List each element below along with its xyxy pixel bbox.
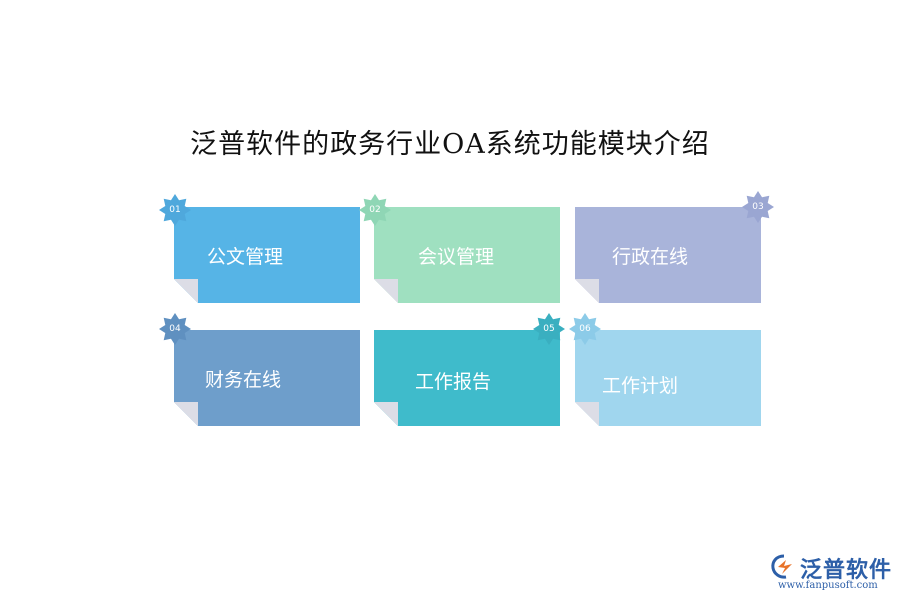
module-card-5[interactable]: 工作报告	[374, 330, 560, 426]
badge-number: 06	[579, 324, 591, 334]
badge-1: 01	[158, 193, 192, 227]
badge-number: 02	[369, 205, 381, 215]
brand-logo[interactable]: 泛普软件 www.fanpusoft.com	[764, 550, 894, 596]
module-card-4[interactable]: 财务在线	[174, 330, 360, 426]
module-card-3[interactable]: 行政在线	[575, 207, 761, 303]
module-card-2[interactable]: 会议管理	[374, 207, 560, 303]
module-card-6[interactable]: 工作计划	[575, 330, 761, 426]
badge-5: 05	[532, 312, 566, 346]
badge-6: 06	[568, 312, 602, 346]
module-label: 工作计划	[602, 375, 679, 397]
brand-name: 泛普软件	[800, 558, 893, 583]
card-body	[374, 330, 560, 426]
badge-number: 05	[543, 324, 555, 334]
card-fold	[374, 279, 398, 303]
brand-url: www.fanpusoft.com	[778, 580, 878, 591]
badge-3: 03	[741, 190, 775, 224]
star-badge-icon	[533, 313, 565, 345]
star-badge-icon	[569, 313, 601, 345]
badge-4: 04	[158, 312, 192, 346]
module-card-1[interactable]: 公文管理	[174, 207, 360, 303]
module-label: 工作报告	[415, 371, 492, 393]
star-badge-icon	[742, 191, 774, 223]
star-badge-icon	[359, 194, 391, 226]
card-body	[174, 330, 360, 426]
card-fold	[174, 279, 198, 303]
star-badge-icon	[159, 313, 191, 345]
card-body	[374, 207, 560, 303]
badge-number: 01	[169, 205, 181, 215]
badge-number: 04	[169, 324, 181, 334]
module-label: 会议管理	[418, 246, 495, 268]
card-fold	[374, 402, 398, 426]
card-fold	[575, 279, 599, 303]
card-fold	[174, 402, 198, 426]
page-title: 泛普软件的政务行业OA系统功能模块介绍	[190, 129, 710, 160]
card-body	[575, 207, 761, 303]
star-badge-icon	[159, 194, 191, 226]
card-fold	[575, 402, 599, 426]
card-body	[174, 207, 360, 303]
module-label: 公文管理	[207, 246, 284, 268]
card-body	[575, 330, 761, 426]
badge-number: 03	[752, 202, 764, 212]
badge-2: 02	[358, 193, 392, 227]
module-label: 行政在线	[612, 246, 689, 268]
fanpu-logo-icon	[771, 554, 792, 579]
module-label: 财务在线	[205, 369, 282, 391]
